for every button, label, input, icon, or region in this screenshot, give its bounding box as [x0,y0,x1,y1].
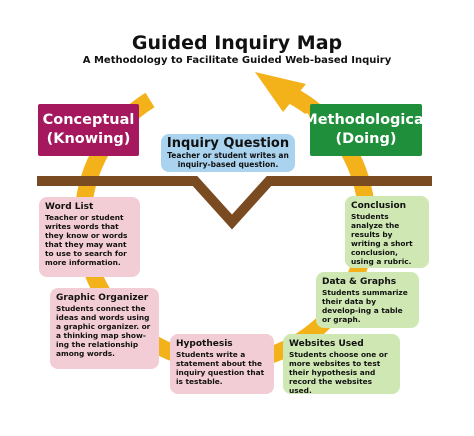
hypothesis-heading: Hypothesis [176,339,233,349]
conceptual-sublabel: (Knowing) [46,131,131,147]
word-list-heading: Word List [45,202,94,212]
divider-v-line [37,176,432,230]
websites-used-text: Students choose one or more websites to … [289,349,388,395]
graphic-organizer-heading: Graphic Organizer [56,293,149,303]
methodological-sublabel: (Doing) [335,131,397,147]
conclusion-heading: Conclusion [351,201,407,211]
graphic-organizer-text: Students connect the ideas and words usi… [56,303,151,358]
websites-used-heading: Websites Used [289,339,364,349]
graphic-organizer-card: Graphic Organizer Students connect the i… [50,288,159,369]
data-graphs-text: Students summarize their data by develop… [322,287,408,324]
conceptual-label: Conceptual [42,112,135,128]
conceptual-box: Conceptual (Knowing) [38,104,139,156]
conclusion-card: Conclusion Students analyze the results … [345,196,429,268]
hypothesis-card: Hypothesis Students write a statement ab… [170,334,274,394]
inquiry-question-box: Inquiry Question Teacher or student writ… [161,134,295,172]
page-subtitle: A Methodology to Facilitate Guided Web-b… [82,55,392,66]
websites-used-card: Websites Used Students choose one or mor… [283,334,400,395]
inquiry-question-text: Teacher or student writes an inquiry-bas… [167,151,289,169]
conclusion-text: Students analyze the results by writing … [351,211,413,266]
page-title: Guided Inquiry Map [131,32,343,54]
data-graphs-heading: Data & Graphs [322,277,397,287]
inquiry-question-heading: Inquiry Question [166,136,290,151]
cycle-arrowhead-icon [255,72,306,112]
word-list-card: Word List Teacher or student writes word… [39,197,140,277]
methodological-box: Methodological (Doing) [303,104,429,156]
data-graphs-card: Data & Graphs Students summarize their d… [316,272,419,328]
word-list-text: Teacher or student writes words that the… [45,212,128,267]
methodological-label: Methodological [303,112,429,128]
hypothesis-text: Students write a statement about the inq… [176,349,265,386]
